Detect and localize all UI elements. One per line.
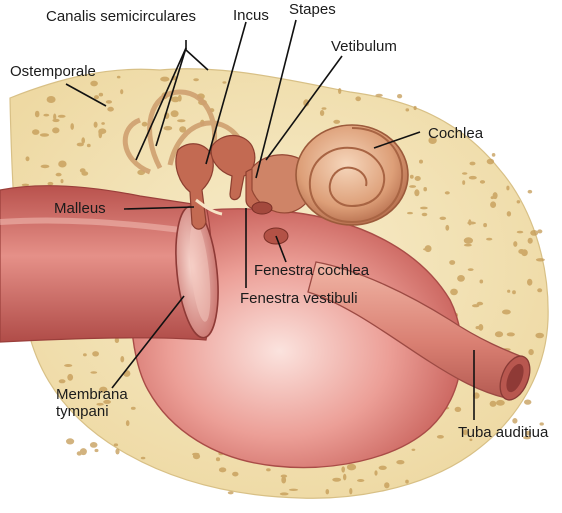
leader-ostemporale <box>66 84 106 106</box>
label-canalis-semicirculares: Canalis semicirculares <box>46 8 196 25</box>
leader-cochlea <box>374 132 420 148</box>
label-fenestra-vestibuli: Fenestra vestibuli <box>240 290 358 307</box>
label-incus: Incus <box>233 7 269 24</box>
label-stapes: Stapes <box>289 1 336 18</box>
label-ostemporale: Ostemporale <box>10 63 96 80</box>
label-membrana-tympani: Membrana tympani <box>56 386 128 420</box>
label-cochlea: Cochlea <box>428 125 483 142</box>
label-fenestra-cochlea: Fenestra cochlea <box>254 262 369 279</box>
leader-canalis <box>186 40 208 70</box>
leader-stapes <box>256 20 296 178</box>
leader-malleus <box>124 207 194 209</box>
label-tuba-auditiua: Tuba auditiua <box>458 424 548 441</box>
leader-membrana-tympani <box>112 296 184 388</box>
label-malleus: Malleus <box>54 200 106 217</box>
leader-fenestra-cochlea <box>276 236 286 262</box>
leader-vestibulum <box>266 56 342 160</box>
label-vestibulum: Vetibulum <box>331 38 397 55</box>
leader-incus <box>206 22 246 164</box>
